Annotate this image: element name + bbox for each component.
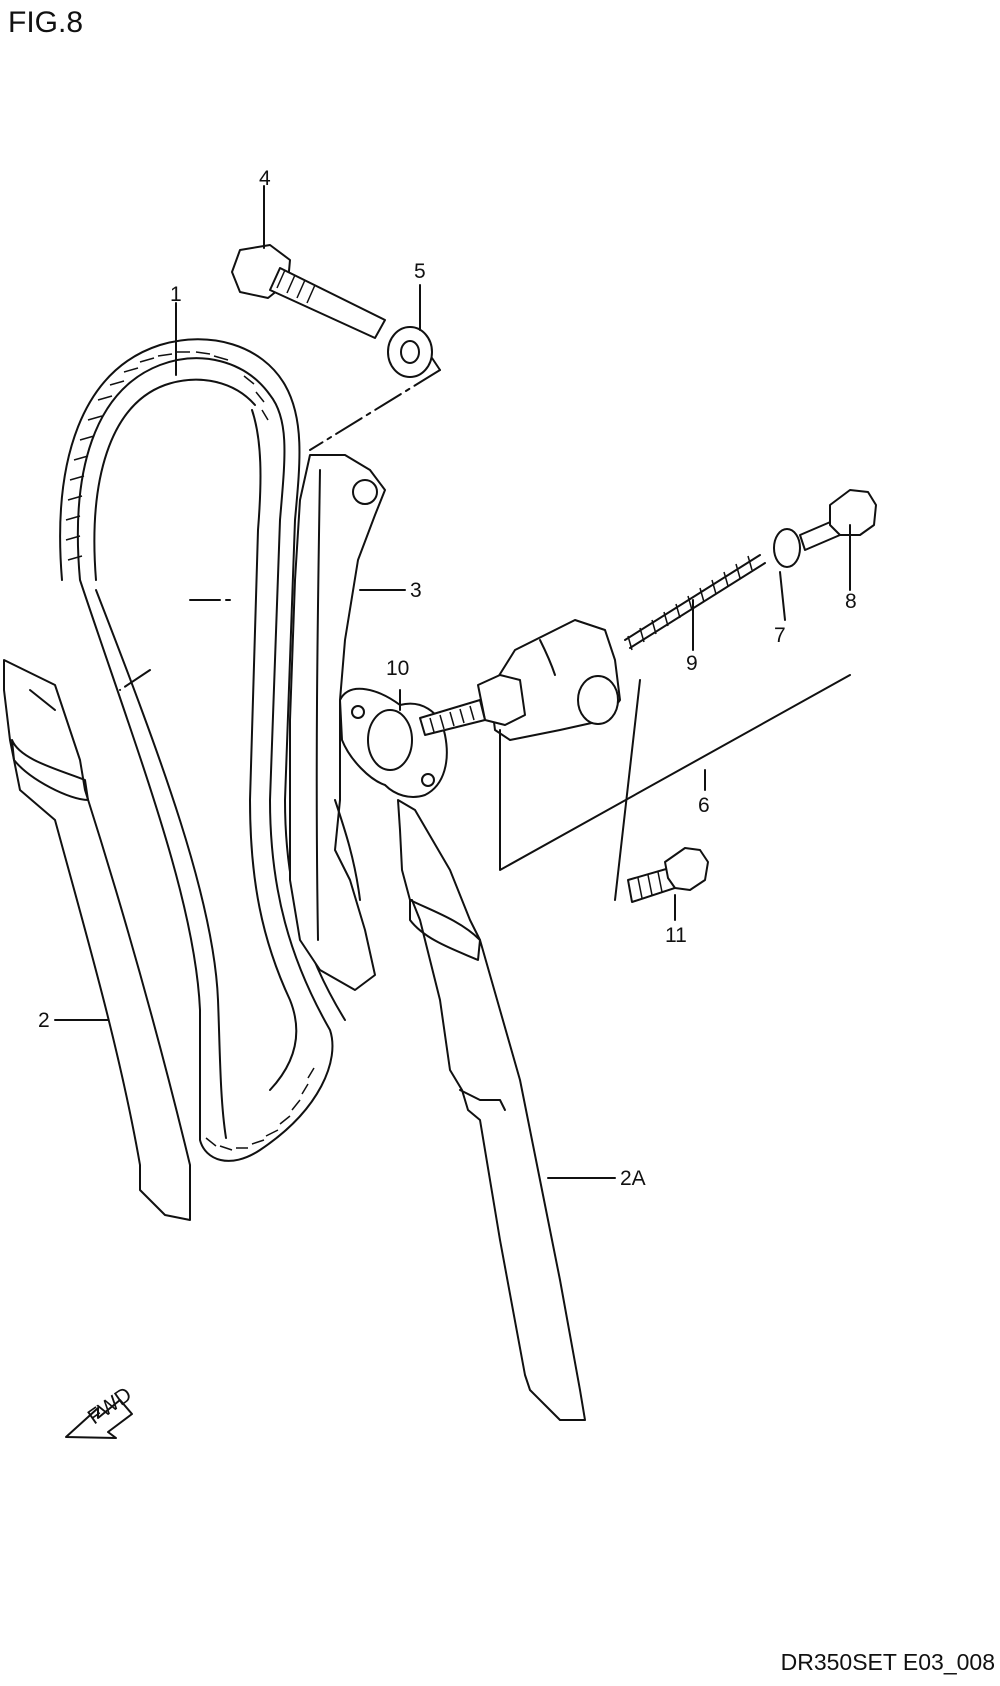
callout-2: 2 [38, 1009, 50, 1032]
callout-3: 3 [410, 579, 422, 602]
cam-chain [59, 338, 346, 1162]
callout-7: 7 [774, 624, 786, 647]
tensioner-arm [289, 454, 386, 991]
figure-title: FIG.8 [8, 6, 83, 39]
callout-2a: 2A [620, 1167, 646, 1190]
fwd-arrow: FWD [65, 1383, 136, 1439]
cap-bolt [799, 489, 877, 551]
mounting-bolt [627, 847, 709, 903]
tensioner-body [419, 619, 621, 741]
o-ring [773, 528, 801, 568]
chain-guide-left [3, 659, 191, 1221]
callout-9: 9 [686, 652, 698, 675]
figure-code: DR350SET E03_008 [781, 1649, 995, 1675]
callout-8: 8 [845, 590, 857, 613]
callout-5: 5 [414, 260, 426, 283]
chain-guide-right [397, 799, 586, 1421]
tensioner-arm-pivot [352, 479, 378, 505]
spring [624, 554, 766, 651]
washer [387, 326, 433, 378]
callout-11: 11 [665, 924, 687, 947]
gasket [339, 687, 448, 798]
pivot-bolt [231, 244, 386, 339]
callout-4: 4 [259, 167, 271, 190]
callout-6: 6 [698, 794, 710, 817]
callout-10: 10 [386, 657, 409, 680]
callout-1: 1 [170, 283, 182, 306]
